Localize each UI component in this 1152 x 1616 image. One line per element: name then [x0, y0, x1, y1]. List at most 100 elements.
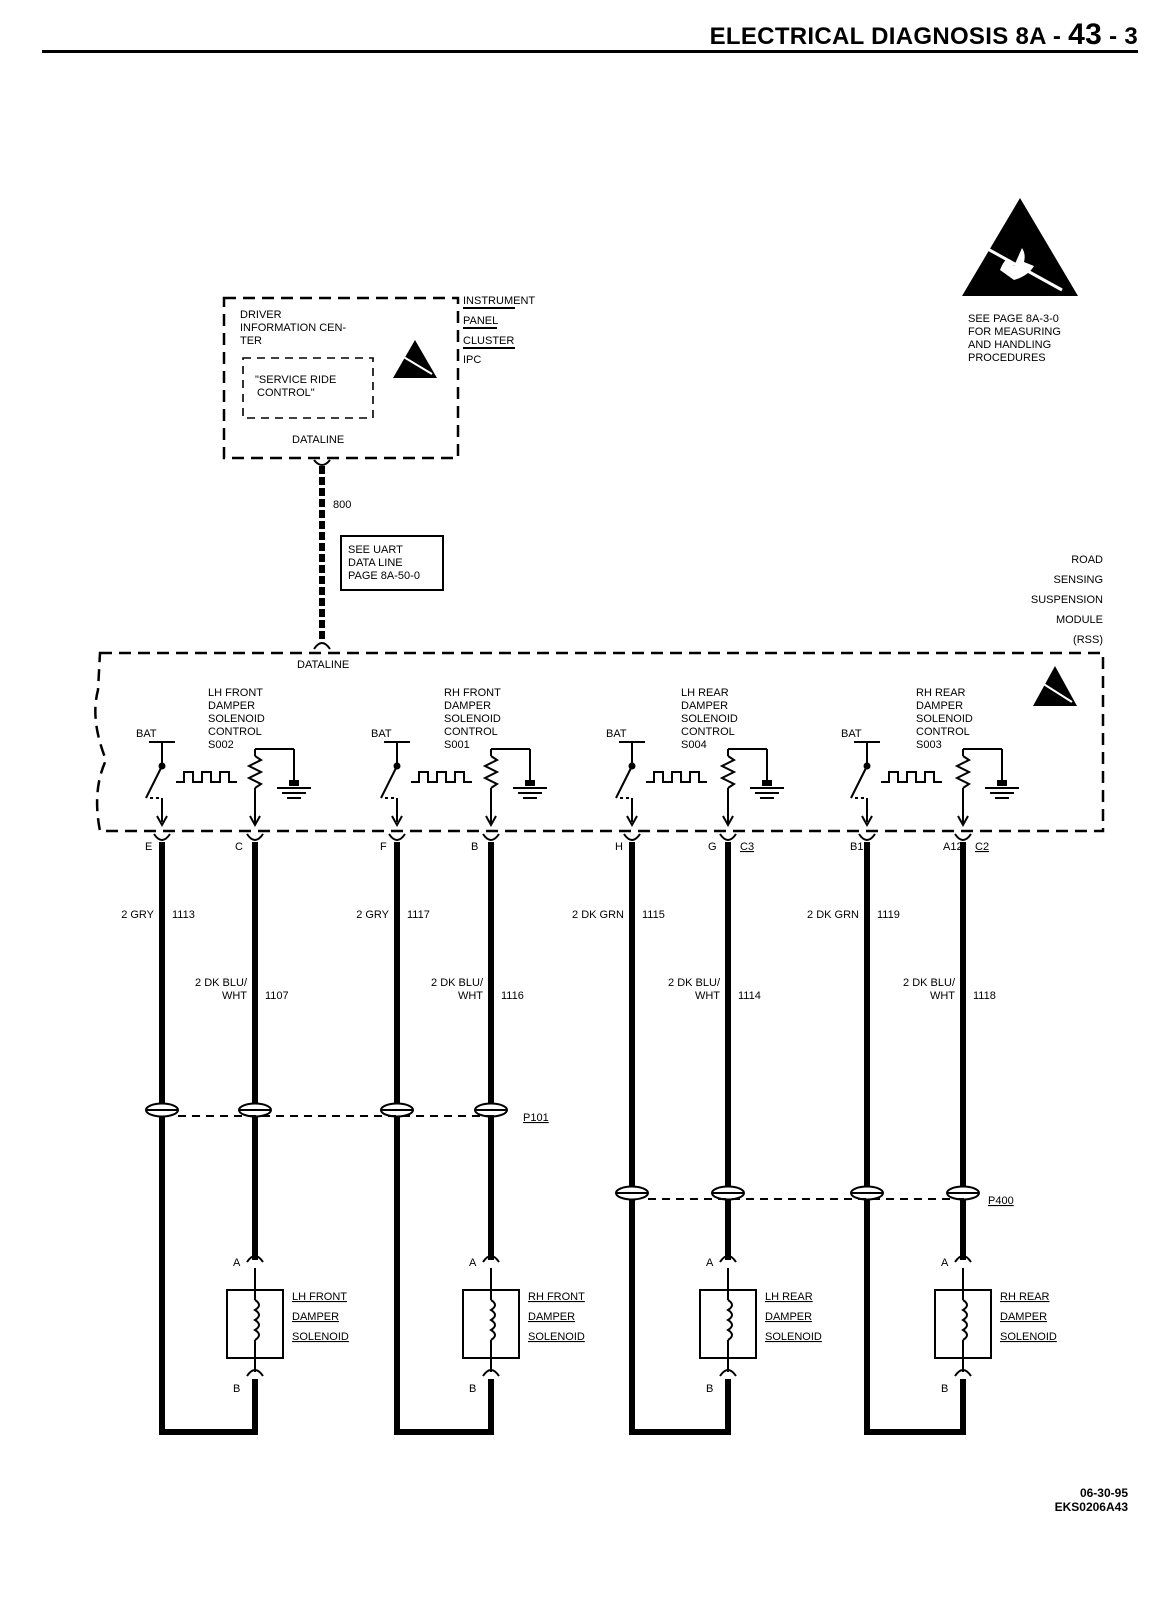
solenoid-label-line: SOLENOID	[765, 1331, 822, 1343]
solenoid-label-line: RH FRONT	[528, 1291, 585, 1303]
terminal-a-label: A	[706, 1257, 714, 1269]
pwr-pin-label: F	[380, 841, 387, 853]
pulldown-resistor	[719, 755, 737, 789]
ctl-wire-color: 2 DK BLU/	[903, 977, 956, 989]
header-rule	[42, 50, 1138, 53]
switch-blade	[615, 765, 633, 799]
rss-box	[94, 651, 1105, 833]
rss-dataline-label: DATALINE	[297, 659, 349, 671]
control-label-line: DAMPER	[681, 700, 728, 712]
ground-block	[525, 780, 535, 786]
control-label-line: DAMPER	[916, 700, 963, 712]
pwm-signal-icon	[646, 771, 707, 783]
pulldown-resistor	[482, 755, 500, 789]
pin-female	[246, 833, 264, 841]
ctl-pin-label: G	[708, 841, 717, 853]
bat-label: BAT	[371, 728, 392, 740]
pin-female	[153, 833, 171, 841]
header-dash-1: -	[1052, 23, 1062, 50]
solenoid-coil-icon	[726, 1299, 733, 1341]
control-label-line: S003	[916, 739, 942, 751]
solenoid-label-line: LH FRONT	[292, 1291, 347, 1303]
switch-blade	[380, 765, 398, 799]
pin-female	[954, 833, 972, 841]
footer-date: 06-30-95	[1079, 1486, 1128, 1500]
dic-label-line: INFORMATION CEN-	[240, 322, 346, 334]
footer-code: EKS0206A43	[1054, 1500, 1128, 1514]
terminal-b-label: B	[469, 1383, 476, 1395]
rss-name-line: (RSS)	[1073, 634, 1103, 646]
ipc-name-line: IPC	[463, 354, 481, 366]
ipc-name-line: CLUSTER	[463, 335, 514, 347]
pin-arrow	[957, 815, 969, 828]
header-page-minor: 3	[1124, 23, 1138, 50]
control-label-line: RH FRONT	[444, 687, 501, 699]
ctl-wire-color: WHT	[695, 990, 720, 1002]
ctl-circuit-number: 1116	[501, 990, 524, 1002]
pin-female	[388, 833, 406, 841]
control-label-line: S004	[681, 739, 707, 751]
terminal-a-label: A	[469, 1257, 477, 1269]
pin-arrow	[156, 815, 168, 828]
dic-message-box	[242, 357, 374, 419]
esd-note-line: AND HANDLING	[968, 339, 1051, 351]
control-label-line: DAMPER	[444, 700, 491, 712]
pwm-signal-icon	[411, 771, 472, 783]
ctl-pin-label: C	[235, 841, 243, 853]
ctl-connector-label: C2	[975, 841, 989, 853]
terminal-b-label: B	[941, 1383, 948, 1395]
pin-female	[858, 833, 876, 841]
ipc-name-line: INSTRUMENT	[463, 295, 535, 307]
dic-label-line: DRIVER	[240, 309, 282, 321]
ctl-wire-color: WHT	[930, 990, 955, 1002]
control-label-line: SOLENOID	[916, 713, 973, 725]
pin-arrow	[626, 815, 638, 828]
control-label-line: S002	[208, 739, 234, 751]
pulldown-resistor	[954, 755, 972, 789]
control-label-line: CONTROL	[916, 726, 970, 738]
connector-p101-label: P101	[523, 1112, 549, 1124]
header-section: ELECTRICAL DIAGNOSIS 8A	[709, 23, 1046, 50]
pin-arrow	[722, 815, 734, 828]
solenoid-coil-icon	[489, 1299, 496, 1341]
rss-name-line: SENSING	[1053, 574, 1103, 586]
pwr-wire-color: 2 GRY	[121, 909, 154, 921]
bat-label: BAT	[841, 728, 862, 740]
pin-female	[482, 833, 500, 841]
header-dash-2: -	[1109, 23, 1118, 50]
esd-warning-icon	[962, 198, 1078, 296]
ipc-box	[222, 296, 460, 460]
solenoid-coil-icon	[961, 1299, 968, 1341]
control-label-line: DAMPER	[208, 700, 255, 712]
esd-warning-icon	[393, 340, 437, 378]
uart-reference-line: DATA LINE	[348, 557, 403, 569]
ctl-circuit-number: 1114	[738, 990, 761, 1002]
terminal-b-label: B	[233, 1383, 240, 1395]
terminal-a-icon	[954, 1255, 972, 1263]
ctl-circuit-number: 1118	[973, 990, 996, 1002]
terminal-a-label: A	[233, 1257, 241, 1269]
pwm-signal-icon	[176, 771, 237, 783]
pwm-signal-icon	[881, 771, 942, 783]
ctl-wire-color: WHT	[222, 990, 247, 1002]
control-label-line: SOLENOID	[208, 713, 265, 725]
bat-label: BAT	[136, 728, 157, 740]
pin-arrow	[391, 815, 403, 828]
dic-message-line: "SERVICE RIDE	[255, 374, 336, 386]
ctl-pin-label: B	[471, 841, 478, 853]
control-label-line: CONTROL	[444, 726, 498, 738]
solenoid-label-line: RH REAR	[1000, 1291, 1050, 1303]
dic-label-line: TER	[240, 335, 262, 347]
terminal-a-label: A	[941, 1257, 949, 1269]
pwr-wire-color: 2 DK GRN	[572, 909, 624, 921]
pin-arrow	[485, 815, 497, 828]
esd-note-line: FOR MEASURING	[968, 326, 1061, 338]
terminal-a-icon	[246, 1255, 264, 1263]
ipc-dataline-label: DATALINE	[292, 434, 344, 446]
dataline-circuit-label: 800	[333, 499, 351, 511]
solenoid-label-line: SOLENOID	[292, 1331, 349, 1343]
header-page-major: 43	[1068, 18, 1103, 51]
switch-blade	[145, 765, 163, 799]
